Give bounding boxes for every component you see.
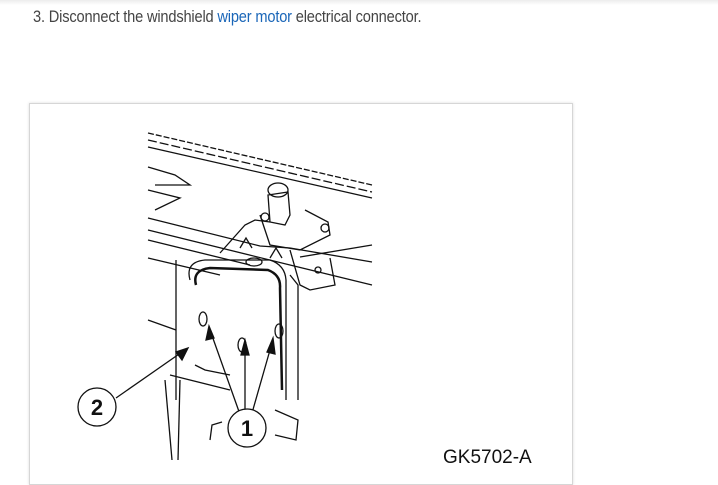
cowl-panel-lines [147,132,373,400]
wiper-motor-link[interactable]: wiper motor [217,7,292,26]
callout-2-label: 2 [91,395,103,420]
wiper-pivot [219,182,336,291]
callout-1-label: 1 [241,416,253,441]
step-number: 3. [33,7,45,26]
step-text-after: electrical connector. [295,7,422,26]
callout-2: 2 [77,387,117,427]
step-instruction: 3. Disconnect the windshield wiper motor… [33,7,422,27]
callout-1: 1 [227,408,267,448]
step-text-before: Disconnect the windshield [48,7,214,26]
motor-housing [164,236,299,461]
top-shadow [0,0,718,5]
callout-arrows [115,323,276,421]
figure-code: GK5702-A [443,447,532,468]
figure-frame [29,103,573,485]
